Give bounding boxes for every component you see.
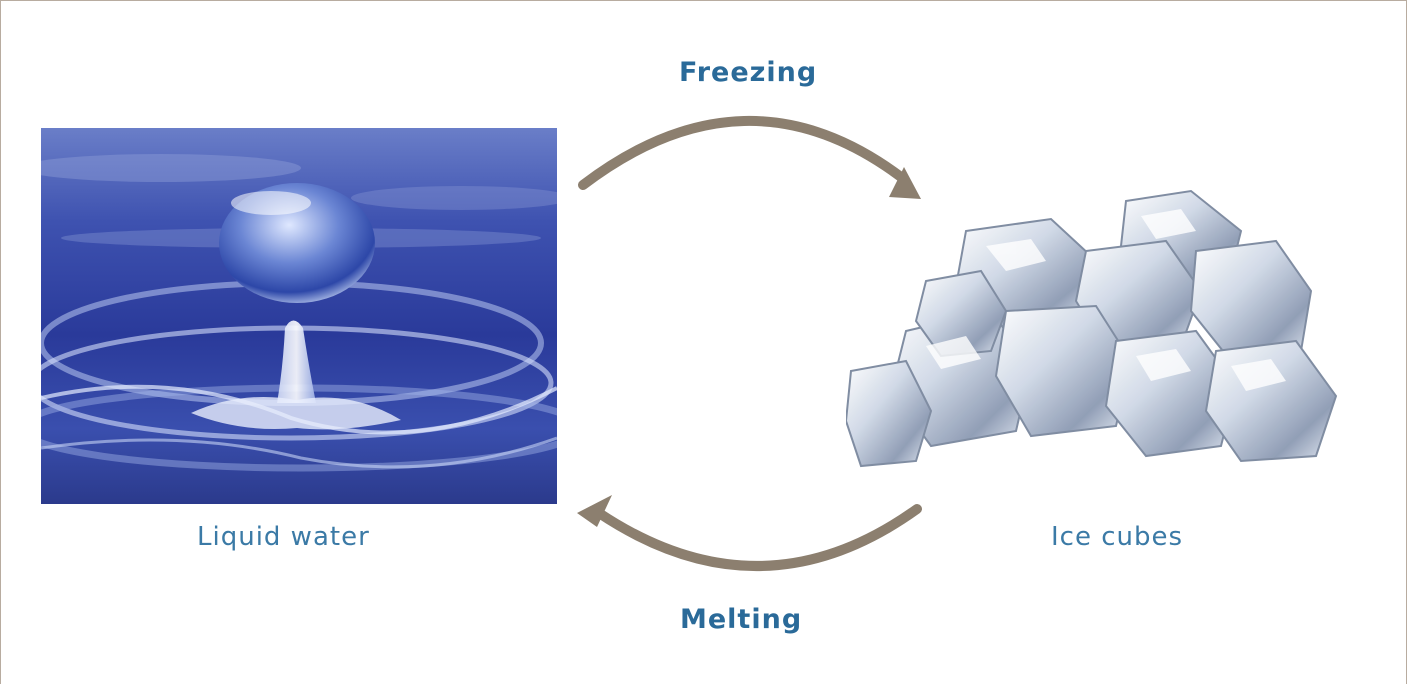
liquid-water-caption: Liquid water xyxy=(197,522,370,552)
ice-cubes-caption: Ice cubes xyxy=(1051,522,1184,552)
freezing-arrow xyxy=(578,116,921,199)
melting-arrow xyxy=(577,495,922,571)
ice-cubes-photo xyxy=(846,189,1338,468)
freezing-label: Freezing xyxy=(679,57,818,88)
melting-label: Melting xyxy=(680,604,803,635)
liquid-water-photo xyxy=(41,128,557,504)
